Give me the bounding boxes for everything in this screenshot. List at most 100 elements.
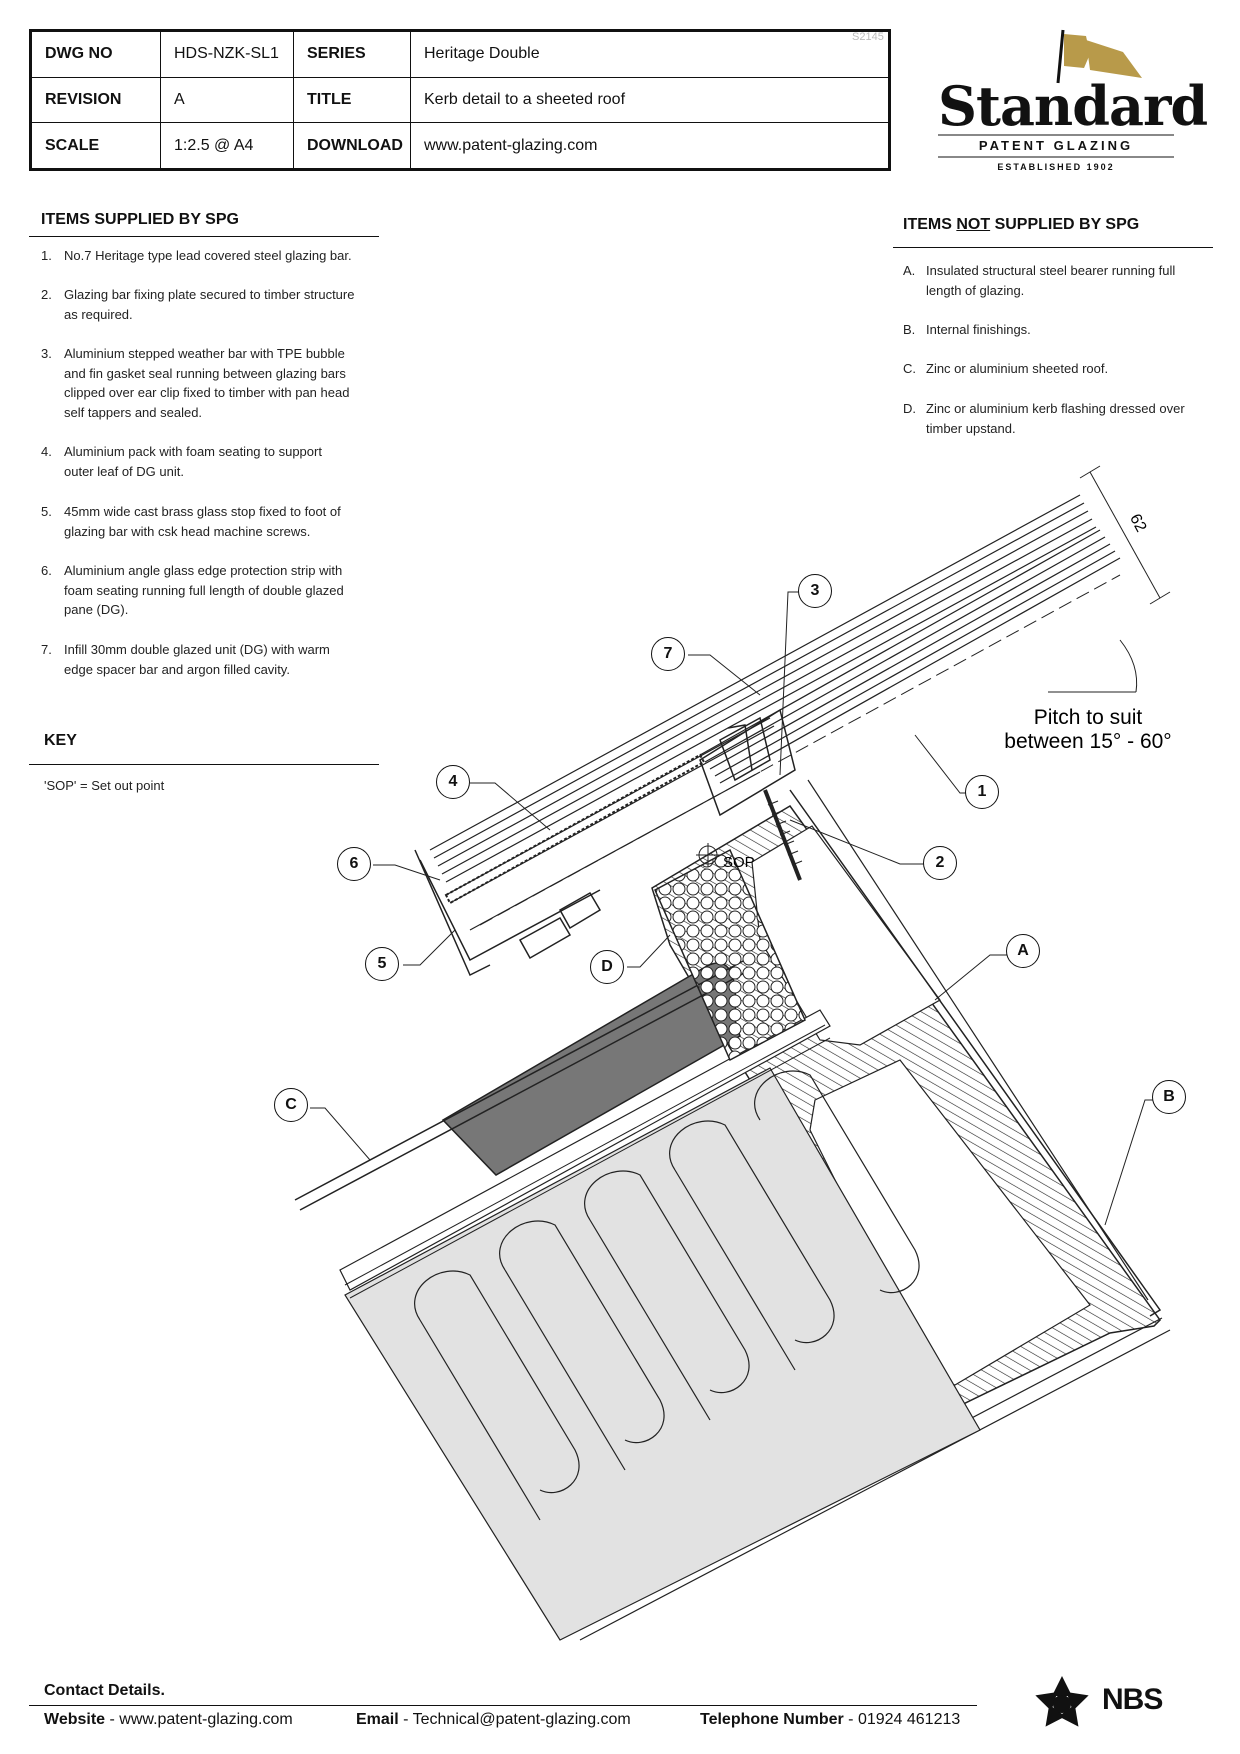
item-line: Zinc or aluminium kerb flashing dressed … [926,401,1185,416]
item-number: 7. [41,642,52,657]
not-supplied-heading-pre: ITEMS [903,216,957,233]
internal-finish-line [789,789,1162,1317]
email-link[interactable]: Technical@patent-glazing.com [412,1711,631,1728]
scale-value: 1:2.5 @ A4 [160,122,294,169]
logo-subtitle: PATENT GLAZING [978,138,1134,153]
footer-phone: Telephone Number - 01924 461213 [700,1711,961,1728]
key-rule [29,764,379,765]
key-text: 'SOP' = Set out point [44,778,165,793]
item-line: Aluminium stepped weather bar with TPE b… [64,346,345,361]
item-number: C. [903,361,916,376]
logo-rule [938,156,1174,158]
item-number: D. [903,401,916,416]
item-number: 2. [41,287,52,302]
download-link[interactable]: www.patent-glazing.com [410,122,889,169]
item-line: edge spacer bar and argon filled cavity. [64,661,290,677]
supplied-heading: ITEMS SUPPLIED BY SPG [41,211,239,228]
logo-established: ESTABLISHED 1902 [997,162,1115,172]
callout-5: 5 [365,947,399,981]
dimension-62: 62 [1126,511,1149,535]
item-number: 1. [41,248,52,263]
supplied-rule [29,236,379,237]
phone-label: Telephone Number [700,1711,844,1728]
nbs-label: NBS [1102,1683,1163,1716]
set-out-point-crosshair [696,843,720,867]
callout-b: B [1152,1080,1186,1114]
sheeted-roof-line [299,969,751,1211]
item-line: 45mm wide cast brass glass stop fixed to… [64,504,341,519]
website-link[interactable]: www.patent-glazing.com [119,1711,293,1728]
nbs-logo-icon [1035,1676,1089,1727]
item-number: 4. [41,444,52,459]
item-line: clipped over ear clip fixed to timber wi… [64,385,350,400]
item-text: No.7 Heritage type lead covered steel gl… [64,246,352,266]
item-line: Insulated structural steel bearer runnin… [926,263,1176,278]
item-number: 3. [41,346,52,361]
title-value: Kerb detail to a sheeted roof [410,76,889,124]
scale-label: SCALE [31,122,161,169]
not-supplied-heading-not: NOT [956,216,991,233]
insulation-quilt-lines [414,1070,920,1521]
item-text: Aluminium stepped weather bar with TPE b… [64,344,349,422]
title-block: DWG NO HDS-NZK-SL1 SERIES Heritage Doubl… [29,29,891,171]
item-number: 6. [41,563,52,578]
item-text: Aluminium angle glass edge protection st… [64,561,344,620]
item-text: 45mm wide cast brass glass stop fixed to… [64,502,341,541]
website-label: Website [44,1711,106,1728]
item-number: A. [903,263,916,278]
fixing-screw [763,789,802,881]
callout-1: 1 [965,775,999,809]
item-number: 5. [41,504,52,519]
sop-label: SOP [723,854,755,871]
contact-heading: Contact Details. [44,1682,165,1699]
item-line: Aluminium pack with foam seating to supp… [64,444,322,459]
series-value: Heritage Double [410,31,889,78]
item-text: Insulated structural steel bearer runnin… [926,261,1175,300]
item-line: glazing bar with csk head machine screws… [64,523,311,539]
callout-c: C [274,1088,308,1122]
glazing-bar [414,708,796,977]
pitch-arc [1119,639,1138,693]
callout-a: A [1006,934,1040,968]
aluminium-pack [444,753,706,905]
not-supplied-heading-post: SUPPLIED BY SPG [990,216,1140,233]
item-number: B. [903,322,916,337]
internal-finish-line [807,779,1149,1301]
item-line: No.7 Heritage type lead covered steel gl… [64,248,352,263]
title-block-table: DWG NO HDS-NZK-SL1 SERIES Heritage Doubl… [31,31,889,169]
email-label: Email [356,1711,399,1728]
key-heading: KEY [44,732,77,749]
item-text: Glazing bar fixing plate secured to timb… [64,285,354,324]
not-supplied-heading: ITEMS NOT SUPPLIED BY SPG [903,216,1139,234]
item-line: outer leaf of DG unit. [64,463,184,479]
item-text: Zinc or aluminium sheeted roof. [926,359,1108,379]
item-line: and fin gasket seal running between glaz… [64,365,346,381]
logo-wordmark: Standard [938,74,1208,138]
item-line: self tappers and sealed. [64,404,203,420]
logo-rule [938,134,1174,136]
title-row: SCALE 1:2.5 @ A4 DOWNLOAD www.patent-gla… [31,122,889,169]
internal-finish-line [579,1329,1171,1641]
download-label: DOWNLOAD [293,122,411,169]
callout-4: 4 [436,765,470,799]
callout-2: 2 [923,846,957,880]
fixing-screw-thread [767,800,803,866]
item-line: timber upstand. [926,420,1016,436]
pitch-label-line2: between 15° - 60° [1004,730,1171,753]
dwg-no-label: DWG NO [31,31,161,78]
footer-email: Email - Technical@patent-glazing.com [356,1711,631,1728]
item-line: Aluminium angle glass edge protection st… [64,563,343,578]
item-text: Zinc or aluminium kerb flashing dressed … [926,399,1185,438]
drawing-ref-code: S2145 [852,31,884,43]
callout-3: 3 [798,574,832,608]
title-label: TITLE [293,76,411,124]
not-supplied-rule [893,247,1213,248]
pitch-label-line1: Pitch to suit [1034,706,1143,729]
bearer-void-lower [809,1059,1091,1386]
item-line: Glazing bar fixing plate secured to timb… [64,287,355,302]
title-row: REVISION A TITLE Kerb detail to a sheete… [31,76,889,124]
item-line: Internal finishings. [926,322,1031,337]
phone-number: 01924 461213 [857,1711,961,1728]
roof-deck-line [344,1024,826,1286]
